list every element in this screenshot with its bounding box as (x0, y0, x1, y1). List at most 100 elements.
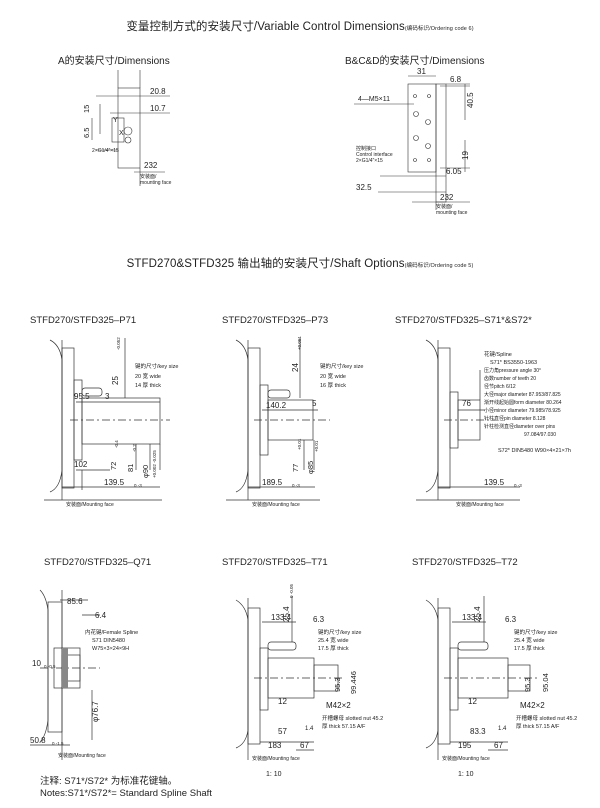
s71-row: 渐开线起始圆form diameter 80.264 (484, 399, 562, 406)
q71-title: STFD270/STFD325–Q71 (44, 557, 152, 568)
a-face: 安装面/ (140, 173, 157, 180)
a-d7: 232 (144, 161, 158, 170)
s71-row: 97.084/97.030 (524, 432, 556, 438)
t71-key3: 17.5 厚 thick (318, 645, 349, 652)
t71-d6: 12 (278, 697, 287, 706)
t71-d7: M42×2 (326, 701, 351, 710)
section2-title-text: STFD270&STFD325 输出轴的安装尺寸/Shaft Options (126, 258, 405, 270)
section1-title-code: (编码标识/Ordering code 6) (404, 26, 474, 32)
p73-d6tol: 0 -3 (292, 483, 300, 488)
bcd-d3: 40.5 (466, 92, 475, 108)
a-face2: mounting face (140, 180, 172, 186)
section-title-shaft-options: STFD270&STFD325 输出轴的安装尺寸/Shaft Options(编… (0, 255, 600, 271)
q71-sp3: W75×3×24×9H (92, 646, 129, 652)
t71-scale: 1: 10 (266, 771, 282, 778)
t72-d11: 67 (494, 741, 503, 750)
a-d1: 20.8 (150, 87, 166, 96)
a-d4: 6.5 (82, 128, 91, 138)
p71-d5: 72 (109, 462, 118, 470)
bcd-face: 安装面/ (436, 203, 453, 210)
p71-d7: φ90 (141, 465, 150, 478)
t71-d9: 1.4 (305, 726, 314, 732)
p73-d6: 189.5 (262, 478, 283, 487)
t72-d5: 95.04 (541, 673, 550, 692)
a-y: Y (113, 117, 118, 124)
bcd-screw: 4—M5×11 (358, 96, 390, 103)
section2-title-code: (编码标识/Ordering code 5) (404, 263, 474, 269)
p73-d5tol: +0.01 (314, 440, 319, 452)
t72-d3: 6.3 (505, 615, 517, 624)
p71-key2: 20 宽 wide (135, 372, 161, 380)
p71-d3: 3 (105, 392, 110, 401)
bcd-d2: 6.8 (450, 75, 462, 84)
note-cn: 注释: S71*/S72* 为标准花键轴。 (40, 776, 178, 787)
t72-d9: 1.4 (498, 726, 507, 732)
p73-title: STFD270/STFD325–P73 (222, 315, 329, 326)
p71-d6: 81 (126, 464, 135, 472)
t71-d8: 57 (278, 727, 287, 736)
section-title-variable-control: 变量控制方式的安装尺寸/Variable Control Dimensions(… (0, 18, 600, 34)
p71-d8tol: 0 -3 (134, 483, 142, 488)
s71-std: S71* BS3550-1963 (490, 360, 537, 366)
p71-d6tol: -0.2 (132, 444, 137, 452)
a-dims-title: A的安装尺寸/Dimensions (58, 56, 170, 67)
s71-row: 针柱直径pin diameter 8.128 (484, 415, 546, 422)
a-port: 2×G1/4″×15 (92, 148, 119, 154)
s71-title: STFD270/STFD325–S71*&S72* (395, 315, 532, 326)
p73-d3: 5 (312, 399, 317, 408)
t72-d10: 195 (458, 741, 472, 750)
q71-d5tol: 0 -1.5 (52, 741, 64, 746)
p71-title: STFD270/STFD325–P71 (30, 315, 137, 326)
p71-face: 安装面/Mounting face (66, 501, 114, 508)
s71-row: 针柱检测直径diameter over pins (484, 423, 556, 430)
bcd-port: 2×G1/4″×15 (356, 158, 383, 164)
a-d2: 10.7 (150, 104, 166, 113)
t71-d3: 6.3 (313, 615, 325, 624)
t72-d6: 12 (468, 697, 477, 706)
t71-d10: 183 (268, 741, 282, 750)
p71-d1tol: -0.052 (116, 337, 121, 350)
s71-spec-rows: 压力角pressure angle 30° 齿数number of teeth … (484, 367, 562, 438)
q71-d5: 50.8 (30, 736, 46, 745)
s71-row: 小径minor diameter 79.985/78.925 (484, 407, 561, 414)
t71-nut1: 开槽螺母 slotted nut 45.2 (322, 714, 383, 722)
bcd-d4: 19 (461, 151, 470, 160)
section1-title-text: 变量控制方式的安装尺寸/Variable Control Dimensions (126, 21, 405, 33)
q71-d3: 10 (32, 659, 41, 668)
t71-face: 安装面/Mounting face (252, 755, 300, 762)
t72-key3: 17.5 厚 thick (514, 645, 545, 652)
bcd-d7: 232 (440, 193, 454, 202)
p73-key2: 20 宽 wide (320, 372, 346, 380)
bcd-ctrl2: Control interface (356, 152, 393, 158)
a-x: X (119, 130, 124, 137)
t72-d7: M42×2 (520, 701, 545, 710)
q71-d4: φ76.7 (91, 701, 100, 722)
p73-d1: 24 (291, 363, 300, 372)
t71-nut2: 厚 thick 57.15 A/F (322, 723, 366, 730)
q71-sp1: 内花键/Female Spline (85, 628, 138, 636)
t72-key2: 25.4 宽 wide (514, 636, 545, 644)
p73-d5: φ85 (306, 461, 315, 474)
p73-key3: 16 厚 thick (320, 382, 346, 389)
p71-d4: 102 (74, 460, 88, 469)
p73-d4tol: +0.01 (297, 438, 302, 450)
bcd-face2: mounting face (436, 210, 468, 216)
s71-row: 齿数number of teeth 20 (484, 375, 536, 382)
t71-d4: 95.3 (333, 677, 342, 692)
p73-d1tol: +0.051 (297, 336, 302, 350)
s71-spline: 花键/Spline (484, 350, 512, 358)
s71-d2: 139.5 (484, 478, 505, 487)
t71-key1: 键的尺寸/key size (318, 628, 361, 636)
q71-d1: 85.6 (67, 597, 83, 606)
t72-d2: 133.4 (462, 613, 483, 622)
s71-s72: S72* DIN5480 W90×4×21×7h (498, 448, 571, 454)
t72-face: 安装面/Mounting face (442, 755, 490, 762)
s71-row: 大径major diameter 87.953/87.825 (484, 391, 561, 398)
s71-row: 压力角pressure angle 30° (484, 367, 541, 374)
t71-d1tol: 0 -0.05 (289, 583, 294, 598)
